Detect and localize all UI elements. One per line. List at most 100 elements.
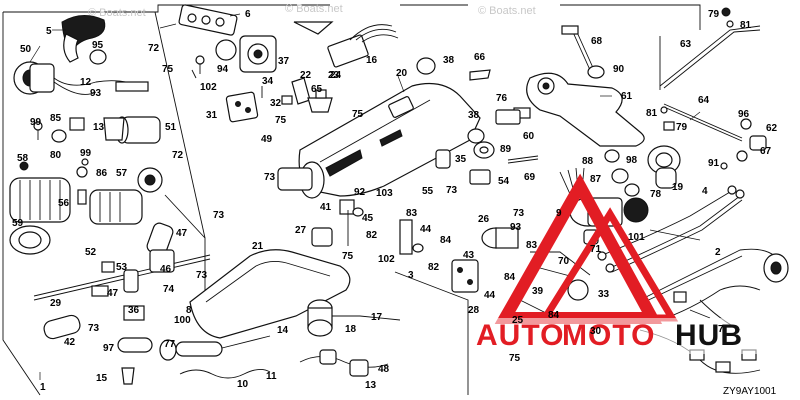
callout-45: 45: [362, 213, 374, 224]
callout-47b: 47: [107, 288, 119, 299]
callout-41: 41: [320, 202, 332, 213]
callout-1: 1: [40, 382, 46, 393]
callout-19: 19: [672, 182, 684, 193]
callout-18: 18: [345, 324, 357, 335]
callout-71: 71: [590, 244, 602, 255]
watermarks: © Boats.net © Boats.net © Boats.net: [88, 3, 536, 19]
callout-73e: 73: [446, 185, 458, 196]
callout-87: 87: [590, 174, 602, 185]
callout-21: 21: [252, 241, 264, 252]
callout-79: 79: [708, 9, 720, 20]
callout-2: 2: [715, 247, 721, 258]
callout-99: 99: [30, 117, 42, 128]
callout-52: 52: [85, 247, 97, 258]
watermark-text: © Boats.net: [478, 5, 536, 17]
watermark-text: © Boats.net: [88, 7, 146, 19]
callout-38b: 38: [468, 110, 480, 121]
callout-53: 53: [116, 262, 128, 273]
callout-14: 14: [277, 325, 289, 336]
callout-32: 32: [270, 98, 282, 109]
callout-43: 43: [463, 250, 475, 261]
callout-35: 35: [455, 154, 467, 165]
callout-28: 28: [468, 305, 480, 316]
callout-50: 50: [20, 44, 32, 55]
callout-33: 33: [598, 289, 610, 300]
top-center-parts: [178, 4, 399, 123]
callout-numbers: 1 2 3 4 5 6 7 8 9 10 11 12 13 13 14 15 1…: [12, 9, 778, 393]
callout-15: 15: [96, 373, 108, 384]
callout-55: 55: [422, 186, 434, 197]
callout-4: 4: [702, 186, 708, 197]
callout-102b: 102: [378, 254, 395, 265]
callout-83: 83: [406, 208, 418, 219]
callout-70: 70: [558, 256, 570, 267]
callout-12: 12: [80, 77, 92, 88]
grip-assembly: [9, 15, 211, 301]
brand-prefix: AUTO: [476, 319, 564, 352]
callout-99b: 99: [80, 148, 92, 159]
callout-84c: 84: [548, 310, 560, 321]
callout-29: 29: [50, 298, 62, 309]
callout-57: 57: [116, 168, 128, 179]
callout-93: 93: [90, 88, 102, 99]
callout-88: 88: [582, 156, 594, 167]
callout-102: 102: [200, 82, 217, 93]
callout-63: 63: [680, 39, 692, 50]
callout-94: 94: [217, 64, 229, 75]
callout-26: 26: [478, 214, 490, 225]
callout-68: 68: [591, 36, 603, 47]
callout-73d: 73: [88, 323, 100, 334]
callout-83b: 83: [526, 240, 538, 251]
callout-89: 89: [500, 144, 512, 155]
callout-27: 27: [295, 225, 307, 236]
callout-13: 13: [93, 122, 105, 133]
callout-37: 37: [278, 56, 290, 67]
callout-92: 92: [354, 187, 366, 198]
callout-36: 36: [128, 305, 140, 316]
callout-73: 73: [264, 172, 276, 183]
brand-middle: MOTO: [562, 319, 655, 352]
callout-6: 6: [245, 9, 251, 20]
callout-84: 84: [440, 235, 452, 246]
callout-34: 34: [262, 76, 274, 87]
callout-7: 7: [718, 324, 724, 335]
callout-75e: 75: [509, 353, 521, 364]
callout-86: 86: [96, 168, 108, 179]
callout-46: 46: [160, 264, 172, 275]
callout-16: 16: [366, 55, 378, 66]
callout-101: 101: [628, 232, 645, 243]
callout-72b: 72: [172, 150, 184, 161]
rod-assembly: [659, 7, 767, 170]
callout-72: 72: [148, 43, 160, 54]
callout-58: 58: [17, 153, 29, 164]
callout-8: 8: [186, 305, 192, 316]
callout-11: 11: [266, 371, 277, 382]
callout-5: 5: [46, 26, 52, 37]
assembly-frame: [2, 4, 701, 396]
callout-73f: 73: [513, 208, 525, 219]
callout-82: 82: [366, 230, 378, 241]
callout-13b: 13: [365, 380, 377, 391]
watermark-text: © Boats.net: [285, 3, 343, 15]
callout-20: 20: [396, 68, 408, 79]
callout-78: 78: [650, 189, 662, 200]
diagram-code: ZY9AY1001: [723, 386, 777, 397]
callout-23: 23: [328, 70, 340, 81]
callout-82b: 82: [428, 262, 440, 273]
callout-76: 76: [496, 93, 508, 104]
callout-73c: 73: [196, 270, 208, 281]
brand-watermark: AUTO MOTO HUB: [472, 173, 772, 354]
callout-90: 90: [613, 64, 625, 75]
callout-100: 100: [174, 315, 191, 326]
steering-arm: [416, 25, 645, 164]
callout-59: 59: [12, 218, 24, 229]
callout-75b: 75: [275, 115, 287, 126]
callout-31: 31: [206, 110, 218, 121]
callout-103: 103: [376, 188, 393, 199]
callout-22: 22: [300, 70, 312, 81]
callout-84b: 84: [504, 272, 516, 283]
callout-95: 95: [92, 40, 104, 51]
callout-75: 75: [162, 64, 174, 75]
callout-77: 77: [164, 339, 176, 350]
